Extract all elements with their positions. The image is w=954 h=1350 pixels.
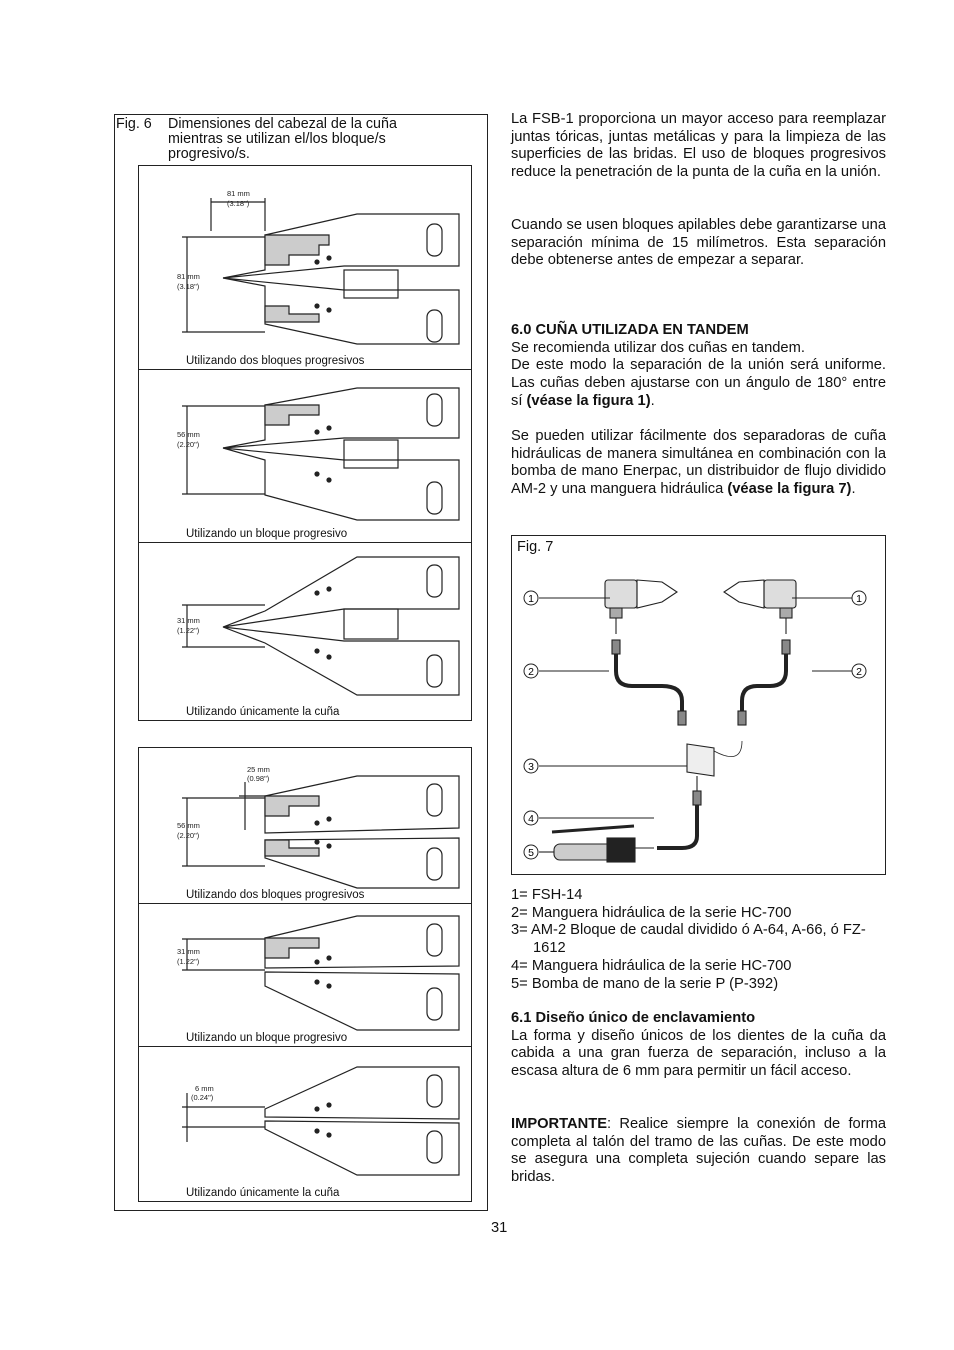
dim-width-mm: 81 mm	[227, 189, 250, 198]
paragraph-tandem-detail: De este modo la separación de la unión s…	[511, 357, 886, 409]
panel-caption: Utilizando únicamente la cuña	[186, 706, 340, 718]
wedge-drawing: 81 mm (3.18") 81 mm (3.18")	[177, 189, 460, 345]
tandem-setup-diagram: 1 1 2 2 3 4 5	[523, 579, 867, 863]
paragraph-intro: La FSB-1 proporciona un mayor acceso par…	[511, 111, 886, 181]
hydraulic-section: Se pueden utilizar fácilmente dos separa…	[511, 428, 886, 499]
figure-6-label: Fig. 6	[116, 116, 152, 132]
legend-item: 1= FSH-14	[511, 887, 583, 903]
dim-height-in: (3.18")	[177, 282, 200, 291]
figure-7-legend: 1= FSH-14 2= Manguera hidráulica de la s…	[511, 887, 886, 993]
heading-tandem: 6.0 CUÑA UTILIZADA EN TANDEM	[511, 322, 749, 338]
dim-height-mm: 56 mm	[177, 430, 200, 439]
callout-1-right: 1	[856, 593, 862, 605]
wedge-drawing: 6 mm (0.24")	[182, 1066, 460, 1176]
dim-height-mm: 6 mm	[195, 1084, 214, 1093]
wedge-drawing: 25 mm (0.98") 56 mm (2.20")	[177, 765, 460, 889]
wedge-panel-wedge-only-b: 6 mm (0.24") Utilizando únicamente la cu…	[138, 1046, 472, 1202]
legend-item: 5= Bomba de mano de la serie P (P-392)	[511, 975, 779, 992]
panel-caption: Utilizando dos bloques progresivos	[186, 355, 365, 367]
wedge-panel-one-block: 56 mm (2.20") Utilizando un bloque progr…	[138, 369, 472, 543]
panel-caption: Utilizando un bloque progresivo	[186, 1032, 348, 1044]
legend-item: 2= Manguera hidráulica de la serie HC-70…	[511, 904, 792, 921]
dim-height-in: (0.24")	[191, 1093, 214, 1102]
callout-1-left: 1	[528, 593, 534, 605]
figure-7-label: Fig. 7	[517, 539, 554, 555]
dim-tip-mm: 25 mm	[247, 765, 270, 774]
dim-height-mm: 56 mm	[177, 821, 200, 830]
wedge-drawing: 56 mm (2.20")	[177, 387, 460, 521]
dim-tip-in: (0.98")	[247, 774, 270, 783]
callout-5: 5	[528, 847, 534, 859]
figure-6-caption-text: Dimensiones del cabezal de la cuña mient…	[168, 116, 397, 162]
dim-height-mm: 31 mm	[177, 616, 200, 625]
important-section: IMPORTANTE: Realice siempre la conexión …	[511, 1116, 886, 1187]
intro-section: La FSB-1 proporciona un mayor acceso par…	[511, 111, 886, 182]
panel-caption: Utilizando únicamente la cuña	[186, 1187, 340, 1199]
page-number: 31	[491, 1220, 508, 1236]
paragraph-important: IMPORTANTE: Realice siempre la conexión …	[511, 1116, 886, 1186]
heading-interlock: 6.1 Diseño único de enclavamiento	[511, 1010, 756, 1026]
wedge-panel-one-block-b: 31 mm (1.22") Utilizando un bloque progr…	[138, 903, 472, 1047]
paragraph-tandem-recommend: Se recomienda utilizar dos cuñas en tand…	[511, 339, 805, 356]
callout-3: 3	[528, 761, 534, 773]
tandem-section: 6.0 CUÑA UTILIZADA EN TANDEM Se recomien…	[511, 322, 886, 411]
dim-height-in: (2.20")	[177, 440, 200, 449]
figure-6-caption: Fig. 6 Dimensiones del cabezal de la cuña…	[116, 117, 446, 162]
legend-item: 3= AM-2 Bloque de caudal dividido ó A-64…	[511, 922, 866, 957]
wedge-drawing: 31 mm (1.22")	[177, 915, 460, 1031]
wedge-panel-two-blocks-b: 25 mm (0.98") 56 mm (2.20") Utilizando d…	[138, 747, 472, 904]
interlock-section: 6.1 Diseño único de enclavamiento La for…	[511, 1010, 886, 1081]
dim-height-in: (2.20")	[177, 831, 200, 840]
wedge-drawing: 31 mm (1.22")	[177, 556, 460, 696]
dim-height-in: (1.22")	[177, 957, 200, 966]
wedge-panel-wedge-only: 31 mm (1.22") Utilizando únicamente la c…	[138, 542, 472, 721]
figure-6-frame	[114, 114, 488, 1211]
legend-item: 4= Manguera hidráulica de la serie HC-70…	[511, 957, 792, 974]
callout-2-left: 2	[528, 666, 534, 678]
dim-height-mm: 31 mm	[177, 947, 200, 956]
panel-caption: Utilizando dos bloques progresivos	[186, 889, 365, 901]
callout-4: 4	[528, 813, 534, 825]
dim-width-in: (3.18")	[227, 199, 250, 208]
figure-7: Fig. 7	[511, 535, 886, 875]
panel-caption: Utilizando un bloque progresivo	[186, 528, 348, 540]
wedge-panel-two-blocks: 81 mm (3.18") 81 mm (3.18") Utilizando d…	[138, 165, 472, 370]
stacking-section: Cuando se usen bloques apilables debe ga…	[511, 217, 886, 270]
paragraph-interlock: La forma y diseño únicos de los dientes …	[511, 1027, 886, 1080]
dim-height-in: (1.22")	[177, 626, 200, 635]
paragraph-stacking: Cuando se usen bloques apilables debe ga…	[511, 217, 886, 269]
callout-2-right: 2	[856, 666, 862, 678]
paragraph-hydraulic: Se pueden utilizar fácilmente dos separa…	[511, 428, 886, 498]
dim-height-mm: 81 mm	[177, 272, 200, 281]
